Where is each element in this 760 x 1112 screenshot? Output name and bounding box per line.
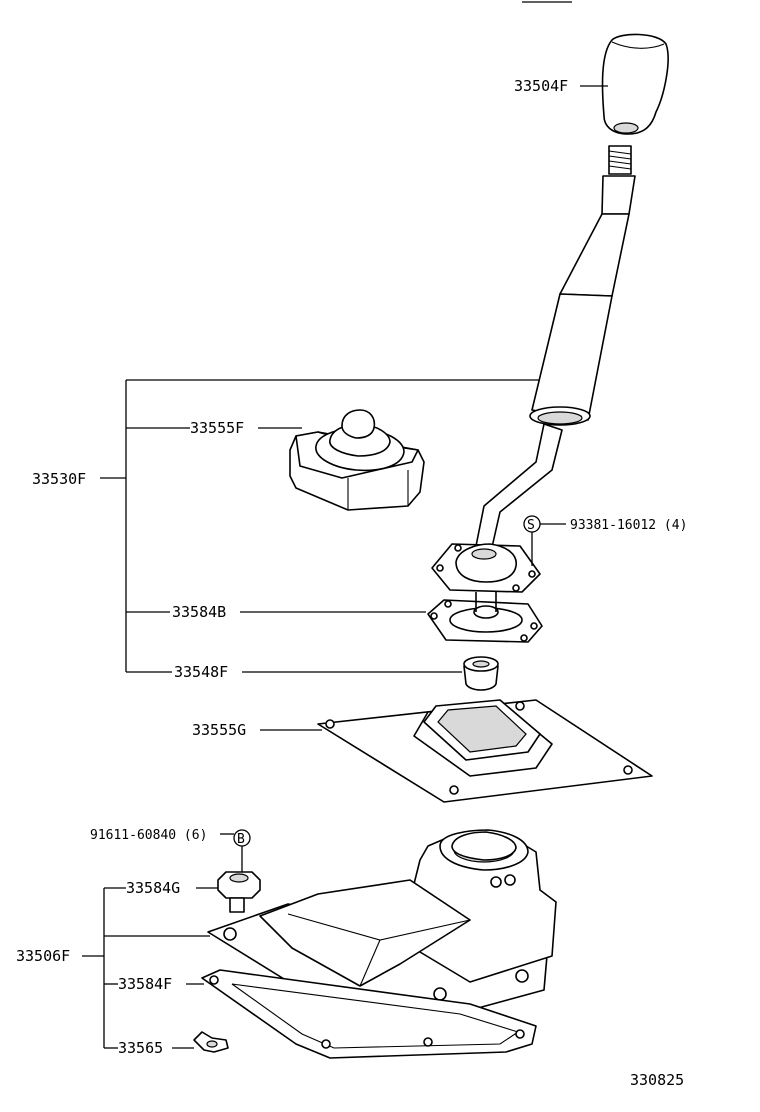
callout-s: S [527,518,535,533]
bracket-33530F [100,379,540,673]
shift-knob [601,33,669,135]
clip-33565 [193,1031,229,1053]
label-33506F: 33506F [16,947,70,965]
label-33565: 33565 [118,1039,163,1057]
label-33504F: 33504F [514,77,568,95]
label-33548F: 33548F [174,663,228,681]
bolt-33584G [217,871,261,913]
bushing-33548F [463,656,499,691]
label-33555F: 33555F [190,419,244,437]
label-33584G: 33584G [126,879,180,897]
label-93381: 93381-16012 (4) [570,518,687,533]
bracket-33506F [82,887,210,1049]
boot-33555F [289,409,425,511]
diagram-code: 330825 [630,1071,684,1089]
cover-plate-33555G [317,699,653,803]
label-33530F: 33530F [32,470,86,488]
label-33584B: 33584B [172,603,226,621]
lever-retainer-plate [431,543,541,593]
callout-b: B [237,832,245,847]
label-33555G: 33555G [192,721,246,739]
label-91611: 91611-60840 (6) [90,828,207,843]
shift-lever [473,145,636,557]
gasket-33584F [201,969,537,1059]
label-33584F: 33584F [118,975,172,993]
seat-33584B [427,592,543,643]
